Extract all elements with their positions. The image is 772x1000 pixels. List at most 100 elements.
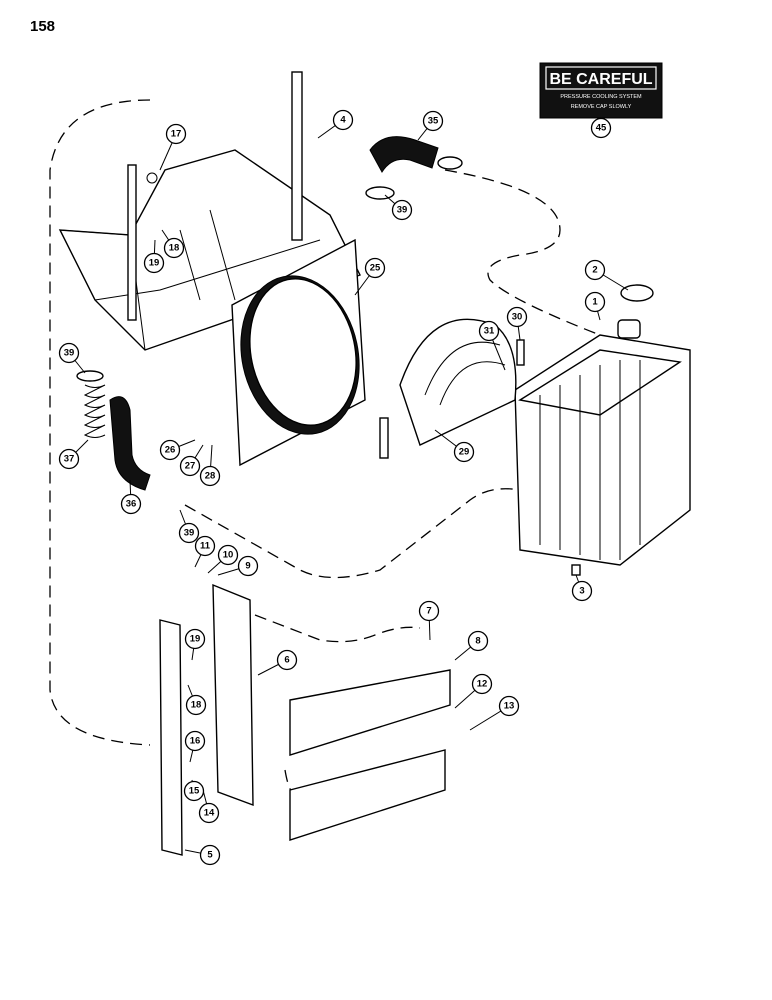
callout-number: 29	[459, 447, 470, 458]
callout-28: 28	[199, 444, 221, 487]
callout-circle	[179, 455, 201, 477]
callout-30: 30	[506, 306, 528, 341]
callout-number: 39	[397, 205, 408, 216]
callout-circle	[467, 630, 489, 652]
callout-37: 37	[58, 439, 89, 470]
callout-number: 16	[190, 736, 201, 747]
callout-circle	[217, 544, 239, 566]
callout-5: 5	[184, 844, 221, 866]
upper-radiator-hose	[369, 136, 439, 173]
callout-4: 4	[317, 109, 354, 139]
callout-number: 25	[370, 263, 381, 274]
lower-baffle	[289, 749, 446, 841]
callout-number: 5	[207, 850, 213, 861]
callout-number: 30	[512, 312, 523, 323]
callout-circle	[571, 580, 593, 602]
callout-circle	[590, 117, 612, 139]
callout-circle	[418, 600, 440, 622]
callout-circle	[185, 694, 207, 716]
callout-number: 17	[171, 129, 182, 140]
callout-circle	[120, 493, 142, 515]
callout-number: 36	[126, 499, 137, 510]
callout-number: 45	[596, 123, 607, 134]
callout-circle	[453, 441, 475, 463]
callout-number: 11	[200, 541, 211, 552]
callout-circle	[198, 802, 220, 824]
callout-number: 4	[340, 115, 346, 126]
hose-clamp-upper	[365, 156, 463, 200]
callout-circle	[422, 110, 444, 132]
fan-guard	[379, 318, 517, 459]
callout-number: 6	[284, 655, 289, 666]
callout-circle	[178, 522, 200, 544]
callout-number: 12	[477, 679, 488, 690]
callout-circle	[184, 730, 206, 752]
decal-line-1: PRESSURE COOLING SYSTEM	[560, 94, 642, 100]
callout-number: 31	[484, 326, 495, 337]
callout-18: 18	[185, 684, 207, 716]
radiator-cap	[620, 284, 654, 302]
callout-circle	[199, 844, 221, 866]
callout-number: 9	[245, 561, 250, 572]
callout-number: 37	[64, 454, 75, 465]
callout-1: 1	[584, 291, 606, 321]
page-number: 158	[30, 18, 56, 35]
callout-number: 28	[205, 471, 216, 482]
decal-title: BE CAREFUL	[549, 71, 652, 88]
callout-circle	[184, 628, 206, 650]
callout-27: 27	[179, 444, 204, 477]
callout-number: 3	[579, 586, 584, 597]
callout-number: 8	[475, 636, 480, 647]
callout-45: 45	[590, 117, 612, 139]
callout-circle	[584, 291, 606, 313]
callout-circle	[364, 257, 386, 279]
callout-number: 35	[428, 116, 439, 127]
callout-circle	[498, 695, 520, 717]
decal-line-2: REMOVE CAP SLOWLY	[571, 104, 632, 110]
callout-39: 39	[178, 509, 200, 544]
hose-spring	[76, 370, 106, 438]
callout-circle	[237, 555, 259, 577]
callout-number: 10	[223, 550, 234, 561]
callout-circle	[159, 439, 181, 461]
callout-14: 14	[198, 789, 220, 824]
callout-number: 18	[191, 700, 202, 711]
radiator	[514, 319, 691, 566]
hose-routing-line-lower	[254, 614, 421, 643]
callout-26: 26	[159, 439, 196, 461]
callout-circle	[471, 673, 493, 695]
callout-17: 17	[159, 123, 187, 171]
callout-19: 19	[184, 628, 206, 661]
side-brace-left	[159, 619, 183, 856]
callout-circle	[478, 320, 500, 342]
callout-circle	[332, 109, 354, 131]
callout-circle	[276, 649, 298, 671]
callout-13: 13	[469, 695, 520, 731]
callout-number: 19	[190, 634, 201, 645]
callout-18: 18	[161, 229, 185, 259]
top-baffle	[289, 669, 451, 756]
callout-circle	[163, 237, 185, 259]
callout-circle	[391, 199, 413, 221]
hose-routing-line-left	[49, 99, 151, 746]
callout-number: 13	[504, 701, 515, 712]
hose-routing-line-bottom	[184, 488, 521, 579]
callout-39: 39	[384, 194, 413, 221]
callout-circle	[584, 259, 606, 281]
lower-radiator-hose	[109, 396, 151, 491]
callout-number: 15	[189, 786, 200, 797]
callout-number: 14	[204, 808, 215, 819]
callout-11: 11	[194, 535, 216, 568]
hose-routing-line-top	[444, 169, 601, 336]
callout-6: 6	[257, 649, 298, 676]
callout-25: 25	[354, 257, 386, 296]
callout-16: 16	[184, 730, 206, 763]
callout-3: 3	[571, 574, 593, 602]
callout-circle	[58, 448, 80, 470]
callout-group: 4512345678910111213141516171819181925262…	[58, 109, 629, 866]
callout-36: 36	[120, 479, 142, 515]
callout-circle	[143, 252, 165, 274]
callout-circle	[194, 535, 216, 557]
callout-39: 39	[58, 342, 86, 374]
